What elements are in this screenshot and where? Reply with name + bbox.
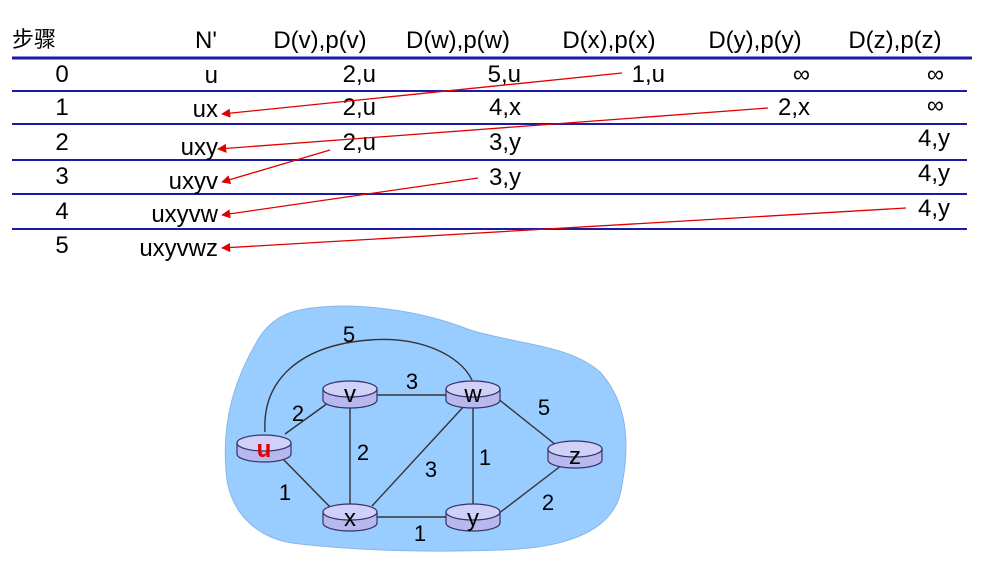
- router-v: v: [322, 380, 378, 409]
- router-icon-top: [236, 434, 292, 452]
- row-1-w: 4,x: [489, 94, 521, 121]
- network-graph: 5 2 1 3 2 3 1 1 5 2 u v w x: [224, 305, 627, 552]
- header-y: D(y),p(y): [708, 27, 801, 54]
- router-icon-top: [322, 380, 378, 398]
- graph-edges: [264, 338, 563, 518]
- row-1-step: 1: [55, 94, 68, 121]
- edge-cost-x-w: 3: [425, 457, 437, 482]
- row-3-step: 3: [55, 163, 68, 190]
- edge-cost-u-x: 1: [279, 480, 291, 505]
- row-5-n: uxyvwz: [139, 235, 218, 262]
- header-v: D(v),p(v): [273, 27, 366, 54]
- row-4-step: 4: [55, 198, 68, 225]
- edge-y-z: [497, 464, 563, 515]
- row-0-x: 1,u: [632, 61, 665, 88]
- row-4-n: uxyvw: [151, 201, 218, 228]
- edge-cost-v-w: 3: [406, 369, 418, 394]
- node-label-u: u: [257, 436, 272, 463]
- row-0-z: ∞: [927, 61, 944, 88]
- row-2-n: uxy: [181, 134, 218, 161]
- node-label-z: z: [569, 443, 581, 470]
- edge-u-v: [284, 402, 329, 435]
- row-2-w: 3,y: [489, 129, 521, 156]
- row-2-step: 2: [55, 129, 68, 156]
- row-2-v: 2,u: [343, 129, 376, 156]
- edge-cost-w-y: 1: [479, 445, 491, 470]
- selection-arrow: [221, 72, 623, 118]
- router-w: w: [445, 380, 501, 409]
- node-label-v: v: [344, 381, 356, 408]
- edge-cost-u-v: 2: [292, 401, 304, 426]
- row-4-z: 4,y: [918, 195, 950, 222]
- edge-cost-u-w: 5: [343, 322, 355, 347]
- router-u: u: [236, 434, 292, 463]
- row-1-z: ∞: [927, 92, 944, 119]
- row-2-z: 4,y: [918, 125, 950, 152]
- edge-cost-v-x: 2: [357, 440, 369, 465]
- router-z: z: [547, 440, 603, 470]
- edge-cost-y-z: 2: [542, 490, 554, 515]
- router-x: x: [322, 503, 378, 532]
- header-n-prime: N': [195, 27, 217, 54]
- node-label-w: w: [463, 381, 482, 408]
- row-1-y: 2,x: [778, 94, 810, 121]
- network-cloud: [224, 305, 627, 552]
- router-icon-top: [445, 503, 501, 521]
- header-step: 步骤: [12, 28, 56, 53]
- row-3-w: 3,y: [489, 164, 521, 191]
- row-0-v: 2,u: [343, 61, 376, 88]
- node-label-x: x: [344, 505, 356, 532]
- edge-x-w: [371, 403, 467, 507]
- row-1-n: ux: [193, 96, 218, 123]
- row-0-n: u: [205, 62, 218, 89]
- selection-arrows: [217, 72, 907, 253]
- header-z: D(z),p(z): [848, 27, 941, 54]
- selection-arrow: [221, 149, 331, 185]
- router-icon-top: [322, 503, 378, 521]
- edge-u-w: [264, 338, 473, 433]
- row-3-z: 4,y: [918, 160, 950, 187]
- row-5-step: 5: [55, 232, 68, 259]
- router-icon-top: [445, 380, 501, 398]
- edge-cost-x-y: 1: [414, 521, 426, 546]
- row-0-step: 0: [55, 61, 68, 88]
- router-y: y: [445, 503, 501, 532]
- header-x: D(x),p(x): [562, 27, 655, 54]
- edge-u-x: [281, 457, 331, 508]
- selection-arrow: [221, 207, 907, 253]
- selection-arrow: [221, 177, 479, 219]
- edge-w-z: [496, 397, 557, 446]
- edge-cost-w-z: 5: [538, 395, 550, 420]
- node-label-y: y: [467, 505, 479, 532]
- row-1-v: 2,u: [343, 94, 376, 121]
- dijkstra-table: 步骤 N' D(v),p(v) D(w),p(w) D(x),p(x) D(y)…: [12, 27, 972, 262]
- header-w: D(w),p(w): [406, 27, 510, 54]
- row-0-y: ∞: [793, 61, 810, 88]
- router-icon-top: [547, 440, 603, 458]
- selection-arrow: [217, 107, 769, 153]
- row-3-n: uxyv: [169, 168, 218, 195]
